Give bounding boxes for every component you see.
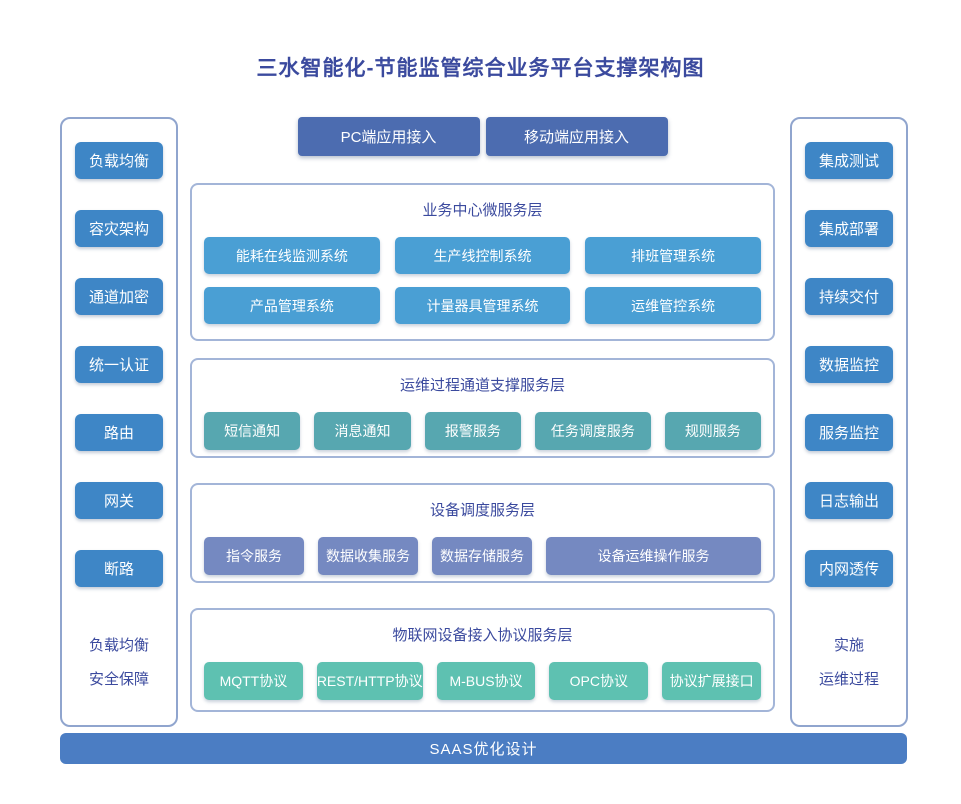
sidebar-node: 数据监控 [805, 346, 893, 383]
layer-title: 物联网设备接入协议服务层 [392, 627, 573, 644]
layer-title: 业务中心微服务层 [422, 202, 543, 219]
sidebar-node: 网关 [75, 482, 163, 519]
service-node: 规则服务 [664, 412, 761, 450]
left-sidebar-nodes: 负载均衡容灾架构通道加密统一认证路由网关断路 [75, 142, 163, 587]
layer-business-microservices: 业务中心微服务层 能耗在线监测系统生产线控制系统排班管理系统产品管理系统计量器具… [190, 183, 775, 341]
sidebar-node: 统一认证 [75, 346, 163, 383]
app-access-node: PC端应用接入 [297, 117, 480, 156]
left-sidebar-footer: 负载均衡安全保障 [89, 629, 149, 697]
layer-nodes: MQTT协议 REST/HTTP协议 M-BUS协议 OPC协议协议扩展接口 [204, 662, 762, 700]
right-sidebar: 集成测试集成部署持续交付数据监控服务监控日志输出内网透传 实施运维过程 [790, 117, 908, 727]
sidebar-node: 路由 [75, 414, 163, 451]
right-sidebar-nodes: 集成测试集成部署持续交付数据监控服务监控日志输出内网透传 [805, 142, 893, 587]
layer-iot-protocol-access: 物联网设备接入协议服务层 MQTT协议 REST/HTTP协议 M-BUS协议 OPC… [190, 608, 775, 712]
sidebar-node: 负载均衡 [75, 142, 163, 179]
service-node: 数据收集服务 [318, 537, 418, 575]
sidebar-footer-line: 安全保障 [88, 671, 149, 688]
service-node: 指令服务 [204, 537, 304, 575]
saas-optimization-bar: SAAS优化设计 [60, 733, 907, 764]
protocol-node: 协议扩展接口 [662, 662, 762, 700]
sidebar-node: 内网透传 [805, 550, 893, 587]
protocol-node: M-BUS协议 [436, 662, 536, 700]
main-column: PC端应用接入移动端应用接入 业务中心微服务层 能耗在线监测系统生产线控制系统排… [190, 117, 775, 712]
app-access-node: 移动端应用接入 [485, 117, 668, 156]
layer-device-scheduling: 设备调度服务层 指令服务数据收集服务数据存储服务设备运维操作服务 [190, 483, 775, 583]
layer-title: 运维过程通道支撑服务层 [399, 377, 565, 394]
layer-nodes: 能耗在线监测系统生产线控制系统排班管理系统产品管理系统计量器具管理系统运维管控系… [204, 237, 761, 324]
left-sidebar: 负载均衡容灾架构通道加密统一认证路由网关断路 负载均衡安全保障 [60, 117, 178, 727]
layer-nodes: 短信通知消息通知报警服务任务调度服务规则服务 [204, 412, 761, 450]
sidebar-node: 通道加密 [75, 278, 163, 315]
layer-title: 设备调度服务层 [429, 502, 535, 519]
service-node: 报警服务 [424, 412, 522, 450]
protocol-node: OPC协议 [549, 662, 649, 700]
sidebar-node: 断路 [75, 550, 163, 587]
sidebar-node: 服务监控 [805, 414, 893, 451]
app-access-row: PC端应用接入移动端应用接入 [190, 117, 775, 156]
service-node: 生产线控制系统 [394, 237, 571, 274]
page-title: 三水智能化-节能监管综合业务平台支撑架构图 [256, 57, 705, 80]
sidebar-node: 容灾架构 [75, 210, 163, 247]
service-node: 数据存储服务 [432, 537, 532, 575]
service-node: 产品管理系统 [204, 287, 380, 324]
service-node: 计量器具管理系统 [394, 287, 571, 324]
sidebar-footer-line: 负载均衡 [88, 637, 149, 654]
service-node: 设备运维操作服务 [546, 537, 761, 575]
sidebar-node: 日志输出 [805, 482, 893, 519]
service-node: 运维管控系统 [585, 287, 761, 324]
sidebar-footer-line: 运维过程 [818, 671, 879, 688]
service-node: 能耗在线监测系统 [204, 237, 380, 274]
layer-nodes: 指令服务数据收集服务数据存储服务设备运维操作服务 [204, 537, 761, 575]
sidebar-node: 集成测试 [805, 142, 893, 179]
protocol-node: MQTT协议 [204, 662, 303, 700]
right-sidebar-footer: 实施运维过程 [819, 629, 879, 697]
sidebar-node: 集成部署 [805, 210, 893, 247]
service-node: 任务调度服务 [535, 412, 651, 450]
service-node: 短信通知 [204, 412, 301, 450]
protocol-node: REST/HTTP协议 [316, 662, 423, 700]
service-node: 排班管理系统 [585, 237, 761, 274]
sidebar-footer-line: 实施 [833, 637, 864, 654]
service-node: 消息通知 [314, 412, 411, 450]
sidebar-node: 持续交付 [805, 278, 893, 315]
layer-ops-channel-support: 运维过程通道支撑服务层 短信通知消息通知报警服务任务调度服务规则服务 [190, 358, 775, 458]
